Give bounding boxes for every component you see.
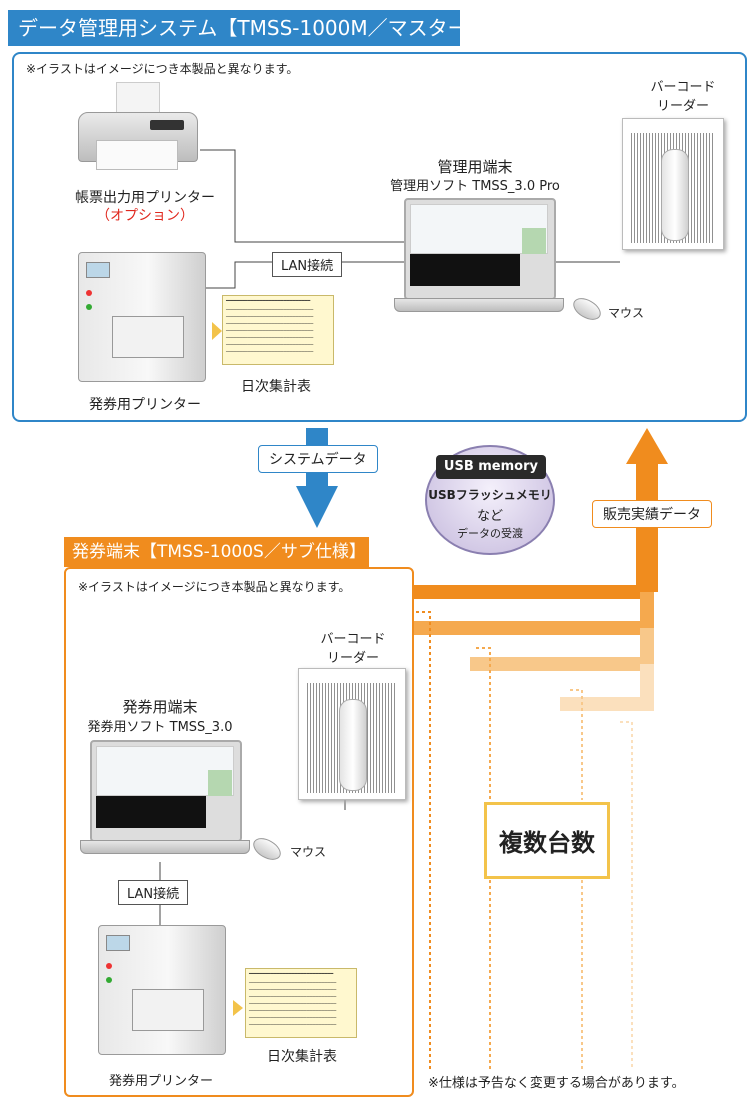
master-system-panel — [12, 52, 747, 422]
form-printer-line — [200, 149, 410, 243]
sub-barcode-sheet — [298, 668, 406, 800]
sales-data-arrow-head — [626, 428, 668, 464]
flow-band-4 — [560, 664, 654, 711]
admin-laptop-illustration — [394, 198, 564, 318]
master-illustration-note: ※イラストはイメージにつき本製品と異なります。 — [26, 62, 299, 76]
sub-terminal-software: 発券用ソフト TMSS_3.0 — [87, 720, 233, 735]
admin-mouse-label: マウス — [608, 306, 645, 320]
sub-lan-label: LAN接続 — [118, 880, 189, 905]
usb-exchange-label: データの受渡 — [457, 527, 523, 540]
sub-terminal-panel — [64, 567, 414, 1097]
sub-ticket-printer-illustration — [98, 925, 226, 1060]
sub-terminal-banner: 発券端末【TMSS-1000S／サブ仕様】 — [64, 537, 369, 567]
sub-illustration-note: ※イラストはイメージにつき本製品と異なります。 — [78, 580, 351, 594]
ticket-printer-illustration — [78, 252, 206, 387]
sub-daily-report-sheet: ━━━━━━━━━━━━━━━━━━━━━━━━━━━━ ───────────… — [245, 968, 357, 1038]
master-lan-label: LAN接続 — [272, 252, 343, 277]
spec-change-note: ※仕様は予告なく変更する場合があります。 — [428, 1076, 685, 1091]
sub-ticket-printer-label: 発券用プリンター — [108, 1074, 213, 1089]
master-daily-report-label: 日次集計表 — [241, 379, 311, 395]
usb-flash-label: USBフラッシュメモリ — [428, 488, 552, 502]
multiple-units-label: 複数台数 — [484, 802, 610, 879]
sub-laptop-illustration — [80, 740, 250, 860]
master-system-banner: データ管理用システム【TMSS-1000M／マスター仕様】 — [8, 10, 528, 46]
sales-data-label: 販売実績データ — [592, 500, 712, 528]
form-printer-label: 帳票出力用プリンター — [75, 190, 215, 206]
master-barcode-sheet — [622, 118, 724, 250]
sub-terminal-title: 発券用端末 — [122, 698, 198, 716]
master-barcode-reader-label: バーコード リーダー — [650, 80, 716, 114]
system-data-label: システムデータ — [258, 445, 378, 473]
form-printer-option-label: （オプション） — [96, 208, 194, 224]
master-ticket-printer-label: 発券用プリンター — [89, 397, 201, 413]
sub-barcode-reader-label: バーコード リーダー — [320, 632, 386, 666]
sub-daily-report-label: 日次集計表 — [267, 1049, 337, 1065]
usb-nado-label: など — [476, 509, 503, 524]
sub-mouse-label: マウス — [290, 845, 327, 859]
form-printer-illustration — [78, 82, 198, 182]
admin-terminal-title: 管理用端末 — [437, 158, 513, 176]
master-daily-report-sheet: ━━━━━━━━━━━━━━━━━━━━━━━━━━━━ ───────────… — [222, 295, 334, 365]
admin-terminal-software: 管理用ソフト TMSS_3.0 Pro — [390, 179, 560, 194]
usb-memory-stick: USB memory — [436, 455, 546, 479]
system-data-arrow-head — [296, 486, 338, 528]
